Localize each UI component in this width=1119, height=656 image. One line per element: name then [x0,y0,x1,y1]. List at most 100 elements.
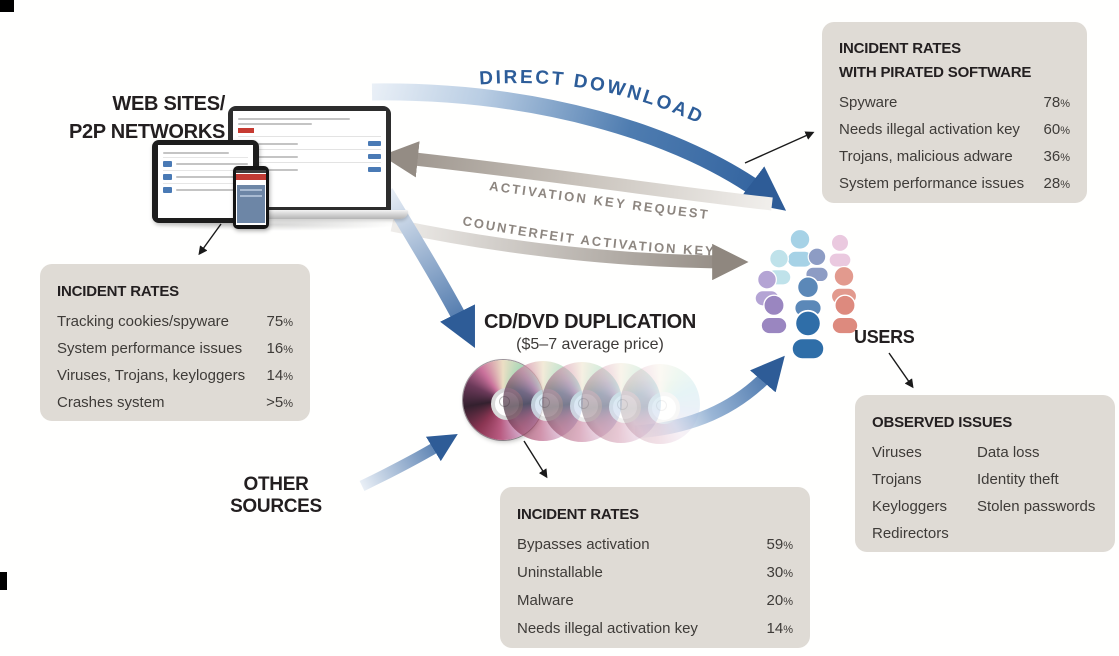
stat-label: Trojans, malicious adware [839,148,1013,165]
stat-number: 59 [766,536,784,553]
devices-to-incidents-connector [198,223,222,256]
percent-sign: % [1060,98,1070,110]
percent-sign: % [283,344,293,356]
phone-text-line [240,189,262,191]
user-icon [831,294,859,335]
other-sources-label: OTHER SOURCES [230,474,322,517]
percent-sign: % [783,540,793,552]
user-icon [760,294,788,335]
stat-value: 75% [267,313,293,330]
users-crowd [754,228,859,360]
stat-row: Viruses, Trojans, keyloggers 14% [57,367,293,394]
stat-value: 14% [267,367,293,384]
stat-number: 30 [766,564,784,581]
stat-rows: Spyware 78% Needs illegal activation key 6… [839,94,1070,202]
users-label: USERS [854,327,915,347]
webpage-red-banner [238,128,254,133]
percent-sign: % [1060,152,1070,164]
phone-status-bar [236,170,266,173]
stat-row: Tracking cookies/spyware 75% [57,313,293,340]
stat-label: System performance issues [839,175,1025,192]
stat-number: 28 [1043,175,1061,192]
laptop-base [211,210,408,219]
user-icon [786,228,814,268]
percent-sign: % [1060,125,1070,137]
artifact-mark [0,572,7,590]
web-sites-p2p-label: WEB SITES/ P2P NETWORKS [40,90,225,146]
stat-value: 36% [1044,148,1070,165]
stat-label: Needs illegal activation key [839,121,1020,138]
stat-row: System performance issues 16% [57,340,293,367]
stat-value: 59% [767,536,793,553]
issue-row: Redirectors [872,525,1098,552]
stat-value: 60% [1044,121,1070,138]
stat-value: 30% [767,564,793,581]
webpage-row [163,157,248,170]
stat-label: Spyware [839,94,898,111]
stat-row: Needs illegal activation key 60% [839,121,1070,148]
phone-gap [236,180,266,185]
box-title-line1: INCIDENT RATES [839,40,961,57]
other-sources-to-cd-arrow [359,434,458,491]
stat-number: 36 [1043,148,1061,165]
stat-value: 16% [267,340,293,357]
phone-screen [236,170,266,225]
webpage-thumbnail [163,174,172,180]
stat-label: System performance issues [57,340,243,357]
cd-dvd-price-subtitle: ($5–7 average price) [516,336,664,353]
stat-row: Trojans, malicious adware 36% [839,148,1070,175]
stat-number: 16 [266,340,284,357]
percent-sign: % [283,317,293,329]
box-title: INCIDENT RATES [57,283,179,300]
issue-left: Trojans [872,471,922,488]
webpage-download-button [368,141,381,146]
issue-right [977,525,1098,552]
percent-sign: % [1060,179,1070,191]
cd-to-incidents-connector [523,440,548,479]
box-title: INCIDENT RATES [517,506,639,523]
stat-number: 78 [1043,94,1061,111]
stat-number: >5 [266,394,284,411]
stat-value: 20% [767,592,793,609]
stat-label: Viruses, Trojans, keyloggers [57,367,246,384]
issue-left: Redirectors [872,525,949,542]
webpage-text-line [238,155,299,158]
stat-label: Tracking cookies/spyware [57,313,230,330]
stat-label: Bypasses activation [517,536,650,553]
users-to-issues-connector [888,352,914,389]
percent-sign: % [783,596,793,608]
box-title: OBSERVED ISSUES [872,414,1013,431]
web-incident-rates-box: INCIDENT RATES Tracking cookies/spyware 7… [40,264,310,421]
webpage-download-button [368,167,381,172]
webpage-text-line [163,152,230,154]
stat-label: Crashes system [57,394,165,411]
pirated-software-incidents-box: INCIDENT RATES WITH PIRATED SOFTWARE Spy… [822,22,1087,203]
download-to-pirated-box-connector [744,131,815,164]
stat-row: Crashes system>5% [57,394,293,421]
webpage-thumbnail [163,187,172,193]
issue-left: Keyloggers [872,498,948,515]
cd-dvd-duplication-title: CD/DVD DUPLICATION [483,311,696,333]
percent-sign: % [283,371,293,383]
stat-rows: Tracking cookies/spyware 75% System perfo… [57,313,293,421]
issue-right: Data loss [977,444,1040,461]
stat-label: Uninstallable [517,564,603,581]
direct-download-arrow [371,83,787,211]
cd-to-users-arrow [634,355,785,439]
user-icon [791,309,825,360]
stat-number: 14 [766,620,784,637]
cd-disc [620,364,700,444]
webpage-row [238,136,381,149]
stat-value: 78% [1044,94,1070,111]
smartphone [233,166,269,229]
user-icon [828,233,852,268]
stat-row: Uninstallable 30% [517,564,793,592]
webpage-text-line [238,142,299,145]
stat-value: 28% [1044,175,1070,192]
